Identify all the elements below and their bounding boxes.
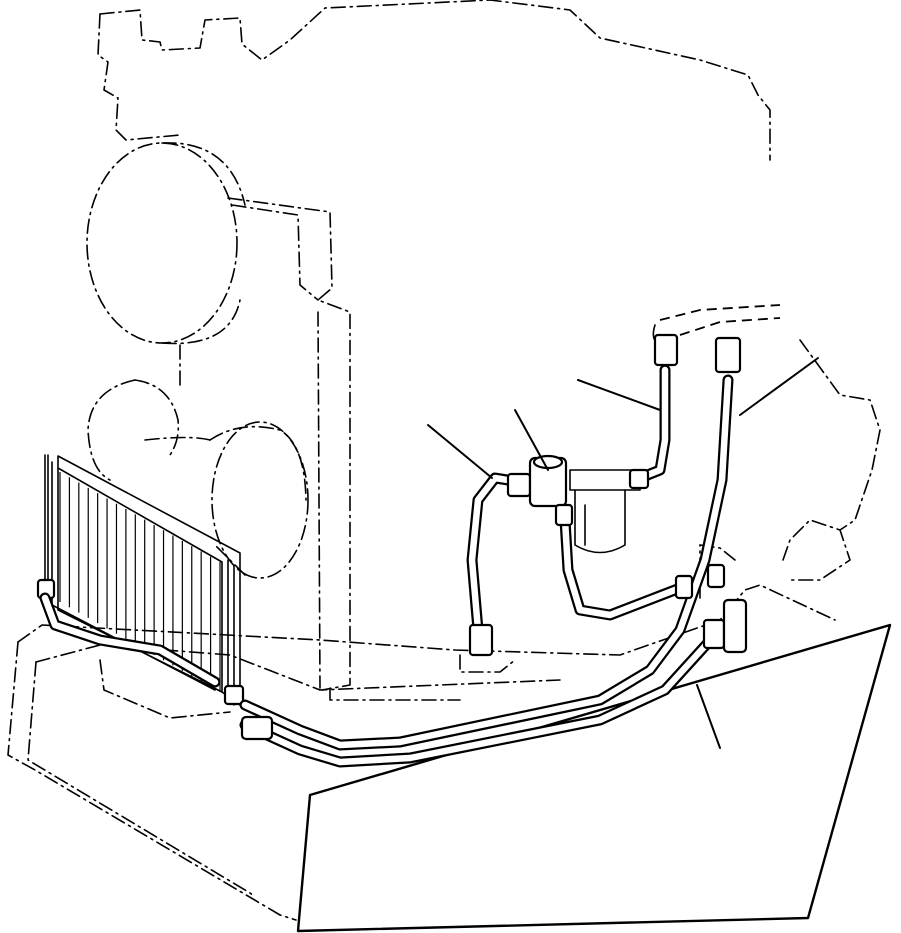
leader-line-3	[577, 379, 661, 411]
tee-fitting	[674, 574, 694, 600]
filter-top-fitting	[628, 468, 650, 490]
cooler-outlet-fitting	[240, 715, 274, 741]
filter-outlet-hose	[559, 514, 686, 621]
lower-hose-fitting	[468, 623, 494, 657]
filter-inlet-fitting	[506, 472, 532, 498]
oil-filter	[528, 454, 650, 554]
upper-right-fitting	[714, 336, 742, 374]
leader-line-2	[514, 409, 549, 471]
right-elbow-fitting	[702, 618, 726, 650]
oil-cooler	[36, 454, 245, 706]
leader-line-5	[696, 684, 721, 749]
fittings	[240, 333, 748, 741]
cooler-fins	[59, 472, 221, 692]
guard-panel	[296, 623, 892, 933]
right-small-fitting	[706, 563, 726, 589]
leader-line-4	[739, 357, 819, 416]
lower-pulley-outline	[87, 379, 309, 579]
leader-line-1	[427, 424, 493, 479]
right-block-fitting	[722, 598, 748, 654]
leader-lines	[427, 357, 819, 749]
engine-block-outline	[97, 0, 881, 691]
upper-left-fitting	[653, 333, 679, 367]
upper-pulley-outline	[86, 142, 246, 345]
cooler-right-clamp	[223, 684, 245, 706]
filter-outlet-fitting	[554, 503, 574, 527]
oil-lines	[39, 364, 734, 768]
